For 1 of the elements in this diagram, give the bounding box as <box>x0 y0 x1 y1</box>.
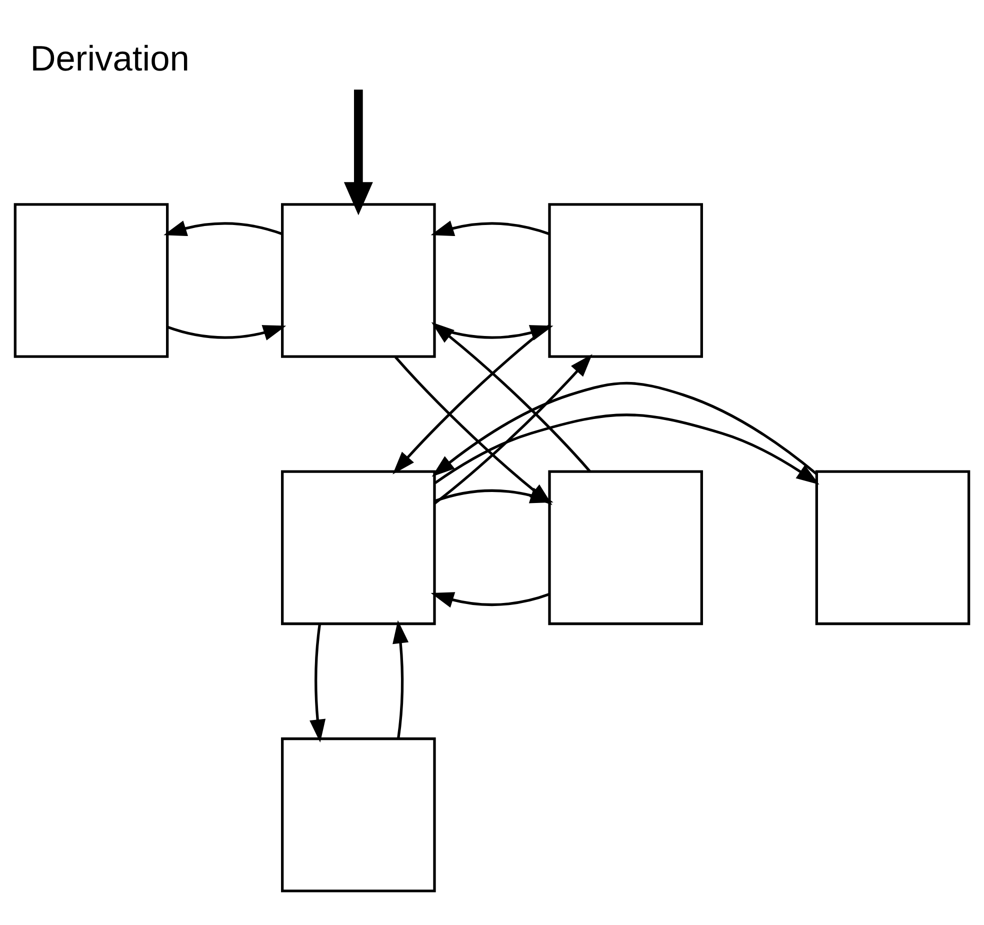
diagram-title: Derivation <box>30 38 190 78</box>
